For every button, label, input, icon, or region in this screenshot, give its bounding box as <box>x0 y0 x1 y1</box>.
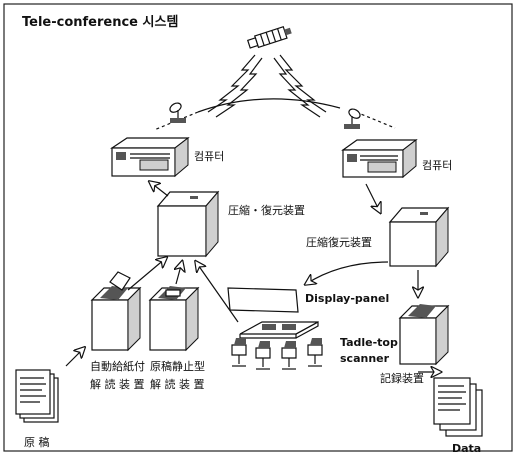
compressor-unit-icon <box>390 208 448 266</box>
radio-link-left <box>208 55 262 117</box>
document-reader-icon <box>150 286 198 350</box>
recorder-label: 記録装置 <box>380 371 424 385</box>
computer-terminal-icon <box>343 140 416 177</box>
display-panel-label: Display-panel <box>305 292 389 305</box>
compress-right-label: 圧縮復元装置 <box>306 235 372 249</box>
reader-auto-label-1: 自動給紙付 <box>90 359 145 373</box>
arrow-static-reader-to-compress <box>176 262 182 284</box>
arrow-compress-to-display <box>306 262 388 284</box>
reader-static-label-1: 原稿静止型 <box>150 359 205 373</box>
satellite-icon <box>247 25 293 50</box>
compress-left-label: 圧縮・復元装置 <box>228 203 305 217</box>
compressor-unit-icon <box>158 192 218 256</box>
conference-table-icon <box>232 322 322 369</box>
arrow-computer-to-compress-right <box>366 184 380 212</box>
reader-static-label-2: 解 読 装 置 <box>150 377 205 391</box>
document-reader-icon <box>92 272 140 350</box>
source-docs-label: 原 稿 <box>24 435 50 449</box>
arrow-docs-to-auto-reader <box>66 348 84 366</box>
dish-antenna-left <box>168 101 186 123</box>
radio-link-right <box>274 55 326 117</box>
computer-terminal-icon <box>112 138 188 176</box>
display-panel-icon <box>228 288 298 312</box>
ground-link-arc <box>198 99 340 112</box>
data-label: Data <box>452 442 481 455</box>
dish-antenna-right <box>344 107 362 129</box>
table-top-label-1: Tadle-top <box>340 336 398 349</box>
table-top-label-2: scanner <box>340 352 390 365</box>
arrow-auto-reader-to-compress <box>128 258 166 290</box>
reader-auto-label-2: 解 読 装 置 <box>90 377 145 391</box>
computer-left-label: 컴퓨터 <box>194 150 224 163</box>
document-stack-icon <box>434 378 482 436</box>
arrow-compress-to-computer-left <box>150 182 168 196</box>
document-reader-icon <box>400 304 448 364</box>
document-stack-icon <box>16 370 58 422</box>
diagram-title: Tele-conference 시스템 <box>22 15 178 30</box>
computer-right-label: 컴퓨터 <box>422 159 452 172</box>
